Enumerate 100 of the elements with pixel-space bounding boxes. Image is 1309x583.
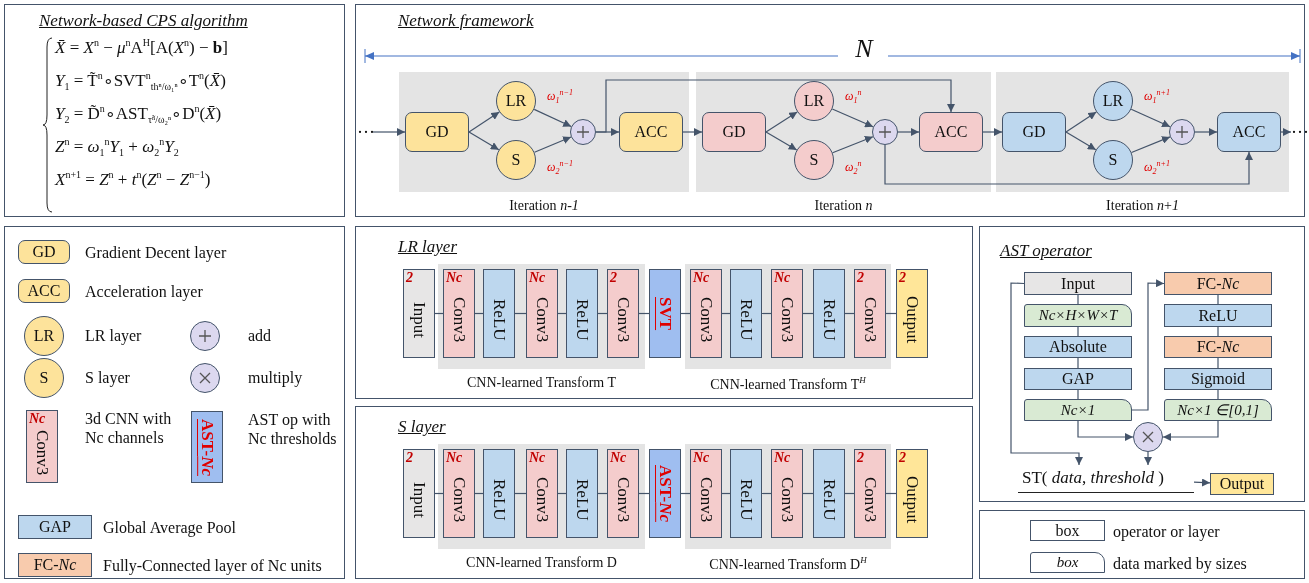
arrow xyxy=(1065,111,1097,133)
operator-circle xyxy=(1169,119,1195,145)
panel-title: Network-based CPS algorithm xyxy=(39,11,248,31)
channel-count: 2 xyxy=(899,450,906,466)
channel-count: Nc xyxy=(693,270,710,286)
operator-circle xyxy=(872,119,898,145)
layer-block xyxy=(690,449,722,538)
layer-label: Conv3 xyxy=(613,476,633,523)
group-label: Iteration n xyxy=(813,198,874,214)
layer-label: Input xyxy=(409,301,429,338)
layer-label: Conv3 xyxy=(696,476,716,523)
layer-label: FC-Nc xyxy=(33,556,77,574)
arrow xyxy=(468,111,500,133)
arrow xyxy=(884,144,1253,185)
legend-text: S layer xyxy=(85,368,131,388)
channel-count: 2 xyxy=(899,270,906,286)
legend-text: AST op with Nc thresholds xyxy=(248,410,338,449)
arrow xyxy=(1130,108,1171,128)
layer-label: LR xyxy=(803,92,825,110)
layer-label: FC-Nc xyxy=(1196,338,1240,356)
layer-box xyxy=(1164,368,1272,390)
layer-label: Conv3 xyxy=(449,296,469,343)
connector-line xyxy=(761,312,772,315)
data-box xyxy=(1024,399,1132,421)
connector-line xyxy=(1217,357,1219,369)
layer-block xyxy=(771,269,803,358)
layer-label: ReLU xyxy=(489,298,509,341)
group-label: CNN-learned Transform D xyxy=(465,555,618,571)
layer-block xyxy=(771,449,803,538)
layer-label: Conv3 xyxy=(860,476,880,523)
legend-text: add xyxy=(248,326,273,346)
channel-count: Nc xyxy=(774,450,791,466)
channel-count: Nc xyxy=(29,411,46,427)
arrow xyxy=(682,128,703,136)
layer-box xyxy=(1210,473,1274,495)
layer-block xyxy=(566,269,598,358)
panel-title: LR layer xyxy=(398,237,458,257)
layer-label: Input xyxy=(1061,274,1095,293)
layer-label: S xyxy=(809,151,819,169)
layer-label: GD xyxy=(722,123,746,141)
connector-line xyxy=(514,312,527,315)
layer-label: S xyxy=(39,369,49,387)
connector-line xyxy=(434,312,444,315)
arrow xyxy=(765,131,798,151)
layer-box xyxy=(1164,272,1272,295)
group-label: CNN-learned Transform T$^{H}$ xyxy=(709,375,867,393)
channel-count: Nc xyxy=(446,270,463,286)
layer-block xyxy=(483,449,515,538)
layer-block xyxy=(526,269,558,358)
layer-label: box xyxy=(1055,521,1080,540)
panel xyxy=(355,226,973,399)
channel-count: Nc xyxy=(774,270,791,286)
connector-line xyxy=(844,312,855,315)
equation: X̄ = X$^{n}$ − μ$^{n}$A$^{H}$[A(X$^{n}$) − b] xyxy=(55,37,228,58)
arrow xyxy=(832,136,874,154)
channel-count: 2 xyxy=(406,450,413,466)
connector-line xyxy=(1217,326,1219,337)
panel-title: Network framework xyxy=(398,11,534,31)
legend-text: multiply xyxy=(248,368,304,388)
layer-block xyxy=(443,269,475,358)
layer-label: Conv3 xyxy=(777,296,797,343)
layer-label: ReLU xyxy=(572,298,592,341)
connector-line xyxy=(680,312,691,315)
layer-label: Conv3 xyxy=(532,296,552,343)
layer-box xyxy=(702,112,766,152)
layer-label: S xyxy=(511,151,521,169)
channel-count: Nc xyxy=(446,450,463,466)
arrow xyxy=(897,128,920,136)
layer-box xyxy=(1217,112,1281,152)
layer-label: ACC xyxy=(1232,123,1266,141)
connector-line xyxy=(557,492,567,495)
arrow xyxy=(1130,136,1171,154)
layer-block xyxy=(443,449,475,538)
connector-line xyxy=(1077,294,1079,305)
layer-box xyxy=(1164,336,1272,358)
operator-circle xyxy=(570,119,596,145)
group-label: Iteration n+1 xyxy=(1105,198,1180,214)
connector-line xyxy=(802,312,814,315)
legend-text: data marked by sizes xyxy=(1113,554,1248,574)
layer-block xyxy=(483,269,515,358)
layer-box xyxy=(1164,304,1272,327)
connector-line xyxy=(721,312,731,315)
layer-label: LR xyxy=(505,92,527,110)
layer-label: Nc×1 ∈[0,1] xyxy=(1177,401,1259,419)
connector-line xyxy=(638,312,650,315)
layer-label: ReLU xyxy=(736,298,756,341)
layer-block xyxy=(403,449,435,538)
operator-label: SVT xyxy=(655,296,675,331)
connector-line xyxy=(474,492,484,495)
layer-box xyxy=(1024,272,1132,295)
layer-box xyxy=(919,112,983,152)
operator-label: AST-Nc xyxy=(655,465,675,522)
connector-line xyxy=(434,492,444,495)
channel-count: 2 xyxy=(406,270,413,286)
arrow xyxy=(1010,282,1083,466)
panel xyxy=(4,4,345,217)
layer-label: Absolute xyxy=(1049,338,1107,356)
layer-box xyxy=(619,112,683,152)
arrow xyxy=(982,128,1003,136)
group-label: CNN-learned Transform D$^{H}$ xyxy=(708,555,868,573)
